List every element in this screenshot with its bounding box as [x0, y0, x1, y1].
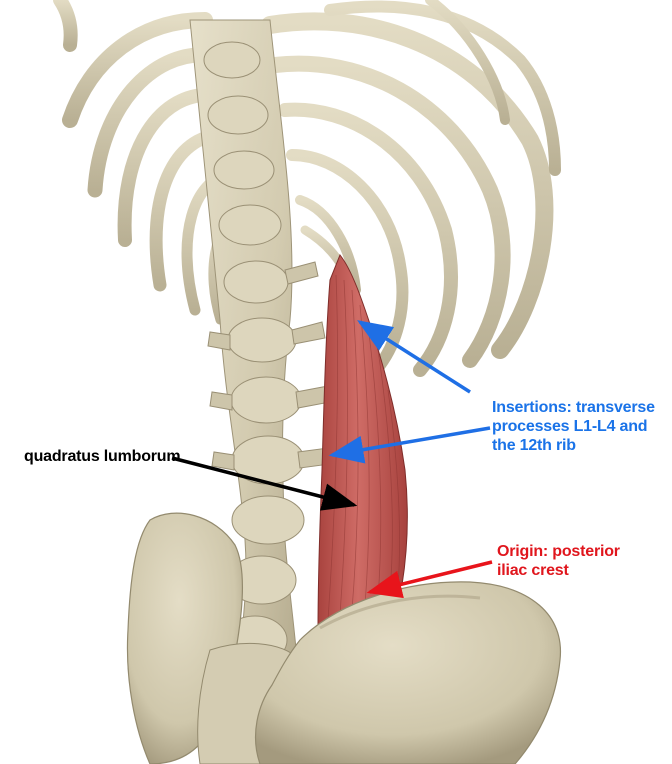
muscle-label: quadratus lumborum: [24, 448, 181, 465]
pelvis: [126, 512, 562, 764]
muscle-pointer-arrow: [171, 456, 358, 511]
quadratus-lumborum-muscle: [317, 254, 408, 631]
pointer-arrows: [171, 320, 493, 599]
spine: [189, 19, 331, 764]
ribcage: [53, 0, 561, 377]
origin-label: Origin: posterior iliac crest: [497, 543, 620, 579]
origin-pointer-arrow: [366, 560, 493, 599]
insertion-pointer-arrow-lower: [328, 426, 491, 464]
insertion-pointer-arrow-upper: [357, 320, 471, 394]
insertions-label: Insertions: transverse processes L1-L4 a…: [492, 399, 655, 454]
